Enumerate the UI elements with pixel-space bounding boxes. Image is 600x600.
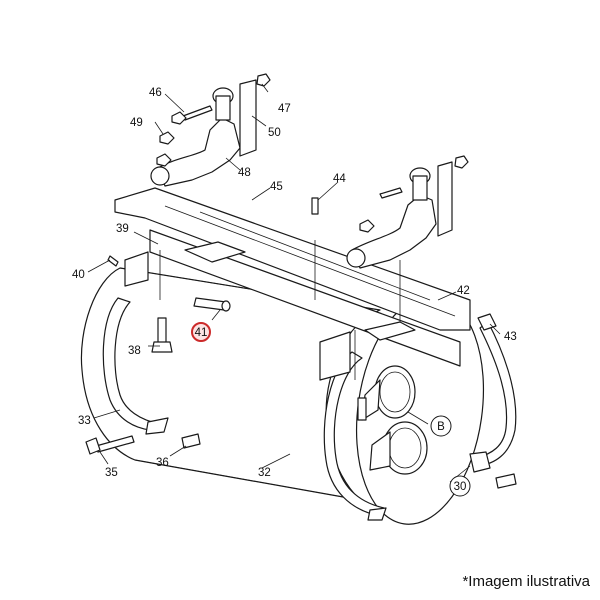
callout-44: 44 (333, 173, 346, 185)
callout-42: 42 (457, 285, 470, 297)
callout-50: 50 (268, 127, 281, 139)
callout-45: 45 (270, 181, 283, 193)
callout-30: 30 (449, 475, 471, 497)
callout-33: 33 (78, 415, 91, 427)
callout-35: 35 (105, 467, 118, 479)
callout-39: 39 (116, 223, 129, 235)
right-bracket-assembly (346, 161, 453, 269)
left-bracket-assembly (150, 79, 257, 187)
leader-lines (87, 83, 501, 483)
mounting-straps (102, 297, 517, 521)
fasteners (85, 73, 517, 489)
callout-49: 49 (130, 117, 143, 129)
callout-38: 38 (128, 345, 141, 357)
callout-48: 48 (238, 167, 251, 179)
callout-41: 41 (195, 327, 208, 339)
illustrative-image-note: *Imagem ilustrativa (462, 573, 590, 590)
callout-36: 36 (156, 457, 169, 469)
callout-46: 46 (149, 87, 162, 99)
callout-32: 32 (258, 467, 271, 479)
callout-41-highlight[interactable]: 41 (191, 322, 211, 342)
callout-40: 40 (72, 269, 85, 281)
callout-B-label: B (437, 421, 445, 433)
highlight-ring (191, 322, 211, 342)
callout-B: B (430, 415, 452, 437)
callout-labels: 46 47 49 50 48 45 44 39 40 42 43 38 33 3… (72, 87, 517, 479)
callout-43: 43 (504, 331, 517, 343)
callout-30-label: 30 (454, 481, 467, 493)
support-frame (114, 187, 471, 381)
callout-47: 47 (278, 103, 291, 115)
